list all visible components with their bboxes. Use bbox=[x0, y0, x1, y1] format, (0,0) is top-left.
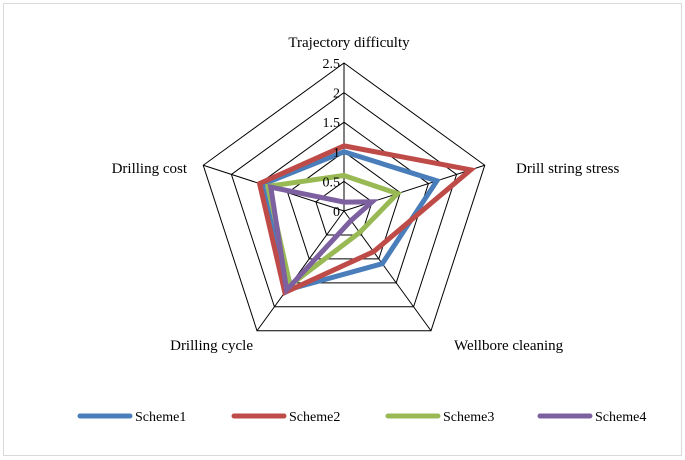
radial-ticks: 0 0.5 1 1.5 2 2.5 bbox=[323, 57, 341, 220]
series-line-scheme2 bbox=[256, 143, 477, 296]
axis-label-trajectory-difficulty: Trajectory difficulty bbox=[288, 35, 410, 51]
axis-label-drilling-cost: Drilling cost bbox=[112, 161, 188, 177]
legend-item-scheme1: Scheme1 bbox=[77, 410, 186, 425]
tick-label-2: 1 bbox=[333, 146, 340, 161]
legend: Scheme1 Scheme2 Scheme3 Scheme4 bbox=[77, 410, 646, 425]
tick-label-3: 1.5 bbox=[323, 116, 341, 131]
axis-spoke-3 bbox=[256, 210, 345, 332]
axis-label-drill-string-stress: Drill string stress bbox=[516, 161, 619, 177]
series-line-scheme1 bbox=[259, 149, 441, 294]
tick-label-5: 2.5 bbox=[323, 57, 341, 72]
chart-frame: 0 0.5 1 1.5 2 2.5 Trajectory difficulty Drill… bbox=[3, 3, 682, 456]
legend-item-scheme2: Scheme2 bbox=[231, 410, 340, 425]
tick-label-0: 0 bbox=[333, 205, 340, 220]
tick-label-1: 0.5 bbox=[323, 175, 341, 190]
axis-labels: Trajectory difficulty Drill string stres… bbox=[112, 35, 620, 354]
grid-ring-4 bbox=[230, 91, 458, 308]
legend-label-scheme1: Scheme1 bbox=[135, 410, 186, 425]
radar-series bbox=[256, 143, 477, 296]
series-line-scheme4 bbox=[267, 184, 379, 296]
radar-chart: 0 0.5 1 1.5 2 2.5 Trajectory difficulty Drill… bbox=[77, 35, 646, 425]
legend-label-scheme3: Scheme3 bbox=[443, 410, 494, 425]
radar-grid bbox=[202, 62, 486, 332]
series-line-scheme3 bbox=[264, 172, 403, 290]
legend-item-scheme4: Scheme4 bbox=[537, 410, 646, 425]
legend-item-scheme3: Scheme3 bbox=[385, 410, 494, 425]
axis-label-drilling-cycle: Drilling cycle bbox=[170, 338, 253, 354]
grid-ring-2 bbox=[287, 151, 401, 260]
grid-ring-5 bbox=[202, 62, 486, 332]
legend-label-scheme4: Scheme4 bbox=[595, 410, 646, 425]
legend-label-scheme2: Scheme2 bbox=[289, 410, 340, 425]
tick-label-4: 2 bbox=[333, 87, 340, 102]
axis-label-wellbore-cleaning: Wellbore cleaning bbox=[454, 338, 564, 354]
